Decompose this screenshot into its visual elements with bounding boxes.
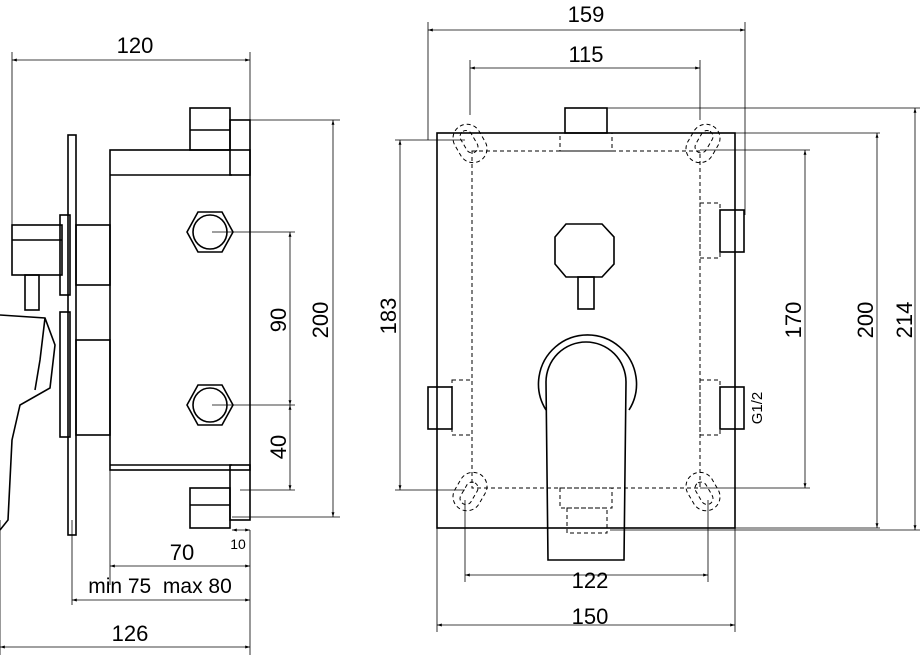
dim-183: 183 [376,298,401,335]
dim-150: 150 [572,604,609,629]
hex-nut-top [186,211,234,253]
dim-90: 90 [266,308,291,332]
dim-120: 120 [117,33,154,58]
dim-200-side: 200 [308,302,333,339]
front-view: 159 115 183 170 200 214 122 150 G1/2 [376,2,920,632]
diverter-knob-front [554,223,615,278]
dim-126: 126 [112,621,149,646]
valve-body [109,149,251,471]
dim-170: 170 [781,302,806,339]
cover-plate [67,134,77,536]
lever-handle-front [545,341,627,561]
dim-200-front: 200 [853,302,878,339]
lever-handle [0,314,56,531]
thread-label: G1/2 [749,392,766,425]
dim-159: 159 [568,2,605,27]
diverter-knob [11,224,63,276]
mount-lugs [452,123,721,512]
dim-122: 122 [572,568,609,593]
dim-214: 214 [892,302,917,339]
hex-nut-bottom [186,384,234,426]
lever-escutcheon [537,334,638,411]
dim-40: 40 [266,435,291,459]
dim-install-depth: min 75 max 80 [88,575,232,598]
cover-plate-front [436,132,736,529]
dim-10: 10 [230,536,246,552]
dim-70: 70 [170,540,194,565]
dim-115: 115 [568,42,603,67]
side-view: 120 200 90 40 70 10 min 75 max 80 126 [0,33,340,655]
